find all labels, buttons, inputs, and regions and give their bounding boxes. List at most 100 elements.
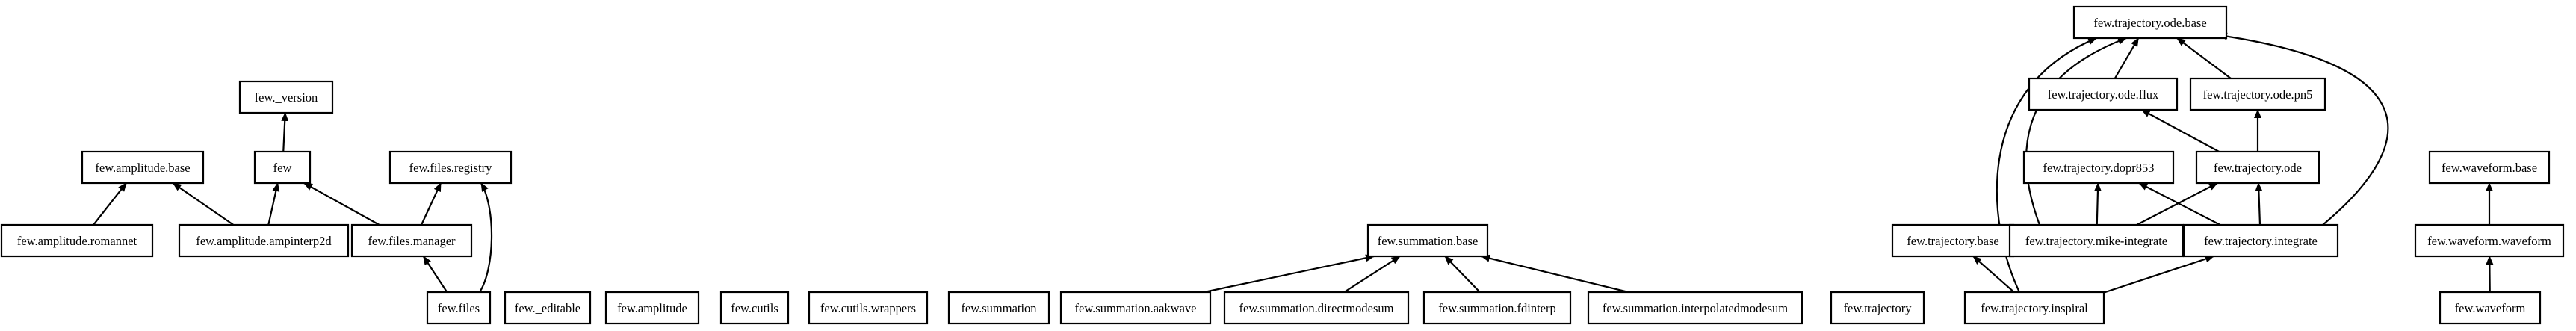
node-traj[interactable]: few.trajectory	[1830, 291, 1925, 325]
edge-traj_mike-to-traj_ode	[2136, 182, 2218, 226]
node-traj_inspiral[interactable]: few.trajectory.inspiral	[1963, 291, 2105, 325]
node-label: few.summation.aakwave	[1075, 301, 1197, 315]
node-box	[2189, 77, 2326, 111]
node-box	[81, 150, 205, 185]
node-label: few.cutils	[731, 301, 778, 315]
node-wf_waveform[interactable]: few.waveform.waveform	[2414, 223, 2565, 258]
node-sum_interpolatedmodesum[interactable]: few.summation.interpolatedmodesum	[1587, 291, 1803, 325]
node-label: few._editable	[515, 301, 580, 315]
node-traj_dopr853[interactable]: few.trajectory.dopr853	[2022, 150, 2175, 185]
node-files[interactable]: few.files	[426, 291, 492, 325]
node-label: few.trajectory.inspiral	[1981, 301, 2088, 315]
node-layer: few._version few.amplitude.base few few.fil…	[0, 5, 2565, 325]
node-label: few.trajectory.ode.pn5	[2203, 87, 2313, 102]
node-label: few.trajectory.ode.flux	[2048, 87, 2159, 102]
node-amp_base[interactable]: few.amplitude.base	[81, 150, 205, 185]
edge-traj_inspiral-to-traj_integrate	[2096, 255, 2214, 297]
node-box	[2195, 150, 2320, 185]
node-traj_base[interactable]: few.trajectory.base	[1891, 223, 2015, 258]
node-sum_fdinterp[interactable]: few.summation.fdinterp	[1422, 291, 1572, 325]
node-files_manager[interactable]: few.files.manager	[350, 223, 473, 258]
node-box	[2022, 150, 2175, 185]
edge-traj_ode-to-ode_flux	[2140, 109, 2220, 152]
edge-amp_ampinterp2d-to-few	[267, 182, 280, 226]
node-box	[178, 223, 350, 258]
edge-sum_aakwave-to-sum_base	[1204, 254, 1375, 294]
node-box	[426, 291, 492, 325]
node-label: few.trajectory	[1844, 301, 1913, 315]
node-label: few.summation.base	[1378, 234, 1479, 248]
node-box	[2028, 77, 2179, 111]
node-label: few.summation.directmodesum	[1239, 301, 1394, 315]
node-label: few.trajectory.ode	[2214, 161, 2302, 175]
edge-files_manager-to-few	[303, 182, 380, 226]
node-box	[388, 150, 513, 185]
node-label: few.trajectory.base	[1907, 234, 1998, 248]
node-label: few.amplitude.romannet	[17, 234, 137, 248]
node-label: few.trajectory.mike-integrate	[2025, 234, 2167, 248]
node-box	[238, 80, 334, 114]
node-label: few.cutils.wrappers	[820, 301, 916, 315]
node-box	[504, 291, 592, 325]
node-box	[2439, 291, 2542, 325]
node-box	[253, 150, 312, 185]
node-sum_base[interactable]: few.summation.base	[1366, 223, 1489, 258]
node-waveform[interactable]: few.waveform	[2439, 291, 2542, 325]
node-traj_integrate[interactable]: few.trajectory.integrate	[2182, 223, 2339, 258]
node-traj_ode[interactable]: few.trajectory.ode	[2195, 150, 2320, 185]
node-label: few.files	[438, 301, 480, 315]
edge-files-to-files_manager	[422, 256, 448, 293]
node-box	[719, 291, 790, 325]
node-label: few.waveform	[2455, 301, 2526, 315]
node-ode_pn5[interactable]: few.trajectory.ode.pn5	[2189, 77, 2326, 111]
node-files_registry[interactable]: few.files.registry	[388, 150, 513, 185]
edge-few-to-few_version	[281, 112, 289, 152]
edge-amp_ampinterp2d-to-amp_base	[172, 182, 235, 226]
node-sum_aakwave[interactable]: few.summation.aakwave	[1059, 291, 1212, 325]
node-box	[2428, 150, 2551, 185]
node-ode_flux[interactable]: few.trajectory.ode.flux	[2028, 77, 2179, 111]
edge-files-to-files_registry	[479, 182, 493, 293]
node-box	[604, 291, 700, 325]
node-label: few.amplitude.ampinterp2d	[196, 234, 332, 248]
node-few_version[interactable]: few._version	[238, 80, 334, 114]
edge-sum_directmodesum-to-sum_base	[1343, 256, 1401, 293]
node-label: few.waveform.waveform	[2427, 234, 2551, 248]
node-box	[1830, 291, 1925, 325]
node-sum_directmodesum[interactable]: few.summation.directmodesum	[1223, 291, 1410, 325]
node-summation[interactable]: few.summation	[947, 291, 1050, 325]
node-label: few.amplitude.base	[95, 161, 190, 175]
node-cutils[interactable]: few.cutils	[719, 291, 790, 325]
edge-traj_inspiral-to-ode_base	[1996, 37, 2097, 293]
node-label: few.trajectory.dopr853	[2043, 161, 2154, 175]
node-label: few.files.manager	[368, 234, 456, 248]
node-amp_ampinterp2d[interactable]: few.amplitude.ampinterp2d	[178, 223, 350, 258]
node-label: few.summation.fdinterp	[1438, 301, 1555, 315]
node-label: few.summation.interpolatedmodesum	[1603, 301, 1788, 315]
node-amp_romannet[interactable]: few.amplitude.romannet	[0, 223, 154, 258]
node-cutils_wrappers[interactable]: few.cutils.wrappers	[808, 291, 929, 325]
edge-ode_flux-to-ode_base	[2114, 37, 2140, 79]
edge-traj_mike-to-traj_dopr853	[2093, 182, 2102, 226]
node-box	[1366, 223, 1489, 258]
node-label: few.waveform.base	[2442, 161, 2537, 175]
edge-traj_integrate-to-ode_base	[2218, 32, 2389, 226]
node-label: few.trajectory.integrate	[2204, 234, 2318, 248]
node-traj_mike[interactable]: few.trajectory.mike-integrate	[2008, 223, 2185, 258]
node-box	[1422, 291, 1572, 325]
node-label: few.summation	[961, 301, 1036, 315]
node-box	[808, 291, 929, 325]
edge-traj_mike-to-ode_base	[2025, 37, 2127, 226]
node-few[interactable]: few	[253, 150, 312, 185]
node-editable[interactable]: few._editable	[504, 291, 592, 325]
node-wf_base[interactable]: few.waveform.base	[2428, 150, 2551, 185]
edge-traj_inspiral-to-traj_base	[1972, 256, 2015, 293]
node-box	[2072, 5, 2228, 40]
edge-traj_integrate-to-traj_dopr853	[2138, 182, 2221, 226]
edge-files_manager-to-files_registry	[421, 182, 442, 226]
node-box	[1963, 291, 2105, 325]
node-amplitude[interactable]: few.amplitude	[604, 291, 700, 325]
node-label: few.amplitude	[617, 301, 687, 315]
node-ode_base[interactable]: few.trajectory.ode.base	[2072, 5, 2228, 40]
